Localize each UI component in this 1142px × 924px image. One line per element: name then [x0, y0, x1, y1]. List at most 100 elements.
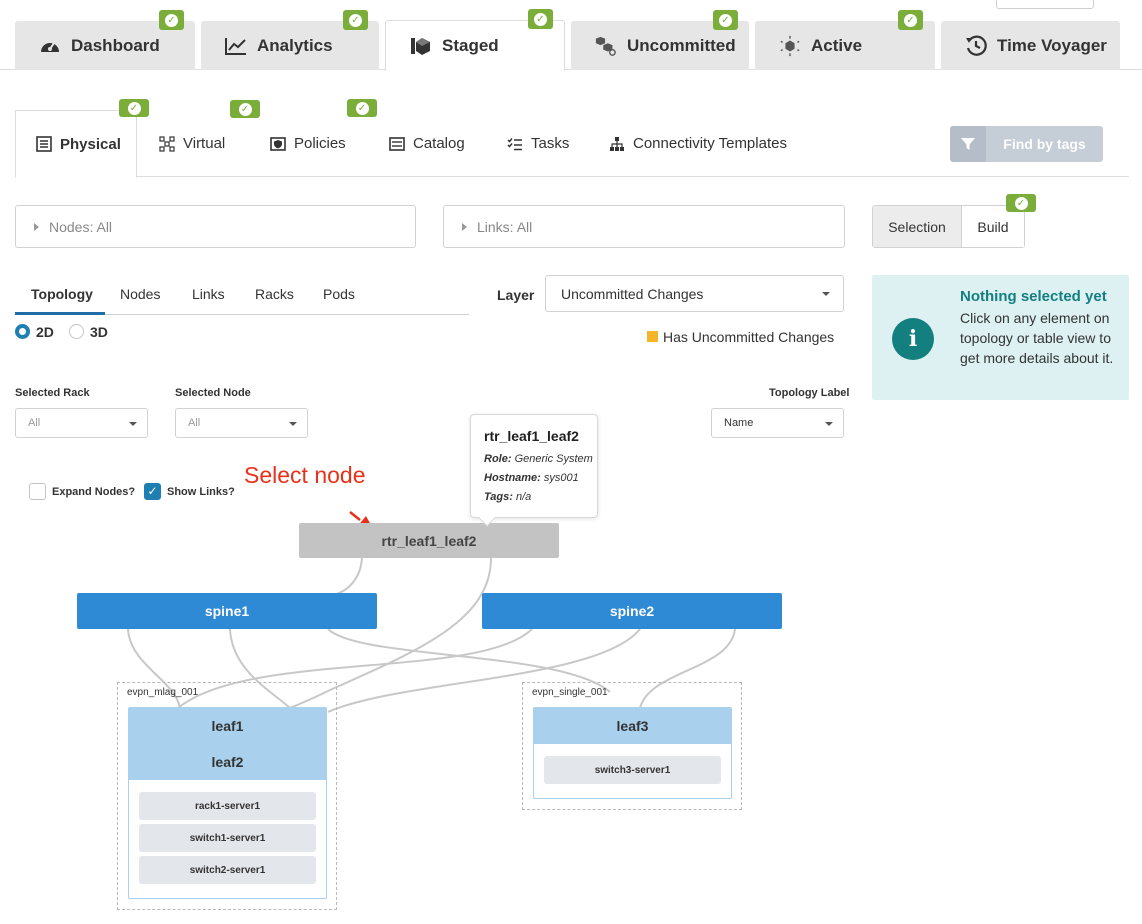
sub-tab-bar: Physical Virtual Policies Catalog Tasks …	[15, 110, 1129, 178]
check-icon: ✓	[719, 13, 732, 27]
policies-shield-icon	[270, 136, 286, 152]
uncommitted-legend-label: Has Uncommitted Changes	[663, 329, 835, 345]
server-switch3-server1[interactable]: switch3-server1	[544, 756, 721, 784]
selected-node-label: Selected Node	[175, 387, 251, 399]
selected-node-value: All	[188, 417, 201, 429]
topology-node-spine2[interactable]: spine2	[482, 593, 782, 629]
tab-label: Active	[811, 35, 863, 55]
status-check-badge: ✓	[347, 99, 377, 117]
selected-rack-value: All	[28, 417, 41, 429]
status-check-badge: ✓	[528, 9, 553, 29]
tab-label: Time Voyager	[997, 35, 1107, 55]
links-filter-label: Links: All	[477, 218, 533, 235]
leaf-pair-box: leaf1 leaf2 rack1-server1 switch1-server…	[128, 707, 327, 899]
server-switch1-server1[interactable]: switch1-server1	[139, 824, 316, 852]
links-filter[interactable]: Links: All	[443, 205, 845, 248]
chevron-down-icon	[289, 422, 297, 426]
rack-label: evpn_single_001	[532, 687, 608, 698]
check-icon: ✓	[349, 13, 362, 27]
topology-node-leaf2[interactable]: leaf2	[211, 754, 244, 770]
tooltip-role-label: Role:	[484, 453, 512, 465]
radio-3d[interactable]	[69, 324, 84, 339]
selection-button[interactable]: Selection	[873, 206, 962, 247]
topology-node-rtr-leaf1-leaf2[interactable]: rtr_leaf1_leaf2	[299, 523, 559, 558]
layer-select[interactable]: Uncommitted Changes	[545, 275, 844, 312]
radio-2d[interactable]	[15, 324, 30, 339]
tab-topology[interactable]: Topology	[31, 286, 93, 302]
uncommitted-cubes-icon	[595, 35, 617, 57]
top-right-partial-button[interactable]	[996, 0, 1094, 9]
tooltip-hostname: Hostname: sys001	[484, 472, 579, 484]
check-icon: ✓	[534, 12, 547, 26]
link-spine2-leaf1	[177, 628, 533, 709]
history-clock-icon	[965, 35, 987, 57]
server-rack1-server1[interactable]: rack1-server1	[139, 792, 316, 820]
status-check-badge: ✓	[230, 100, 260, 118]
link-spine2-leaf3	[639, 628, 736, 709]
tab-label: Physical	[60, 135, 121, 153]
tooltip-tags: Tags: n/a	[484, 491, 531, 503]
tooltip-role-value: Generic System	[514, 453, 593, 465]
tab-pods[interactable]: Pods	[323, 286, 355, 302]
tab-tasks[interactable]: Tasks	[507, 110, 569, 177]
server-switch2-server1[interactable]: switch2-server1	[139, 856, 316, 884]
leaf-pair-header: leaf1 leaf2	[129, 708, 326, 780]
tab-label: Catalog	[413, 135, 465, 152]
status-check-badge: ✓	[713, 10, 738, 30]
find-by-tags-button[interactable]: Find by tags	[950, 126, 1103, 162]
status-check-badge: ✓	[119, 99, 149, 117]
chevron-down-icon	[129, 422, 137, 426]
topology-node-spine1[interactable]: spine1	[77, 593, 377, 629]
tooltip-role: Role: Generic System	[484, 453, 593, 465]
tab-label: Virtual	[183, 135, 226, 152]
tab-virtual[interactable]: Virtual	[159, 110, 225, 177]
link-rtr-spine2	[284, 557, 492, 711]
show-links-checkbox[interactable]: ✓	[144, 483, 161, 500]
tab-dashboard[interactable]: Dashboard	[15, 21, 195, 70]
tab-racks[interactable]: Racks	[255, 286, 294, 302]
find-by-tags-label: Find by tags	[1003, 136, 1086, 152]
tab-label: Analytics	[257, 35, 333, 55]
info-text: Click on any element on topology or tabl…	[960, 310, 1114, 366]
topology-label-select[interactable]: Name	[711, 408, 844, 438]
radio-2d-label: 2D	[36, 324, 54, 340]
nodes-filter[interactable]: Nodes: All	[15, 205, 416, 248]
tasks-checklist-icon	[507, 137, 523, 151]
tab-connectivity-templates[interactable]: Connectivity Templates	[609, 110, 787, 177]
expand-caret-icon	[34, 222, 39, 231]
tab-links[interactable]: Links	[192, 286, 225, 302]
tab-catalog[interactable]: Catalog	[389, 110, 465, 177]
selected-rack-select[interactable]: All	[15, 408, 148, 438]
tab-physical[interactable]: Physical	[15, 110, 137, 178]
expand-caret-icon	[462, 222, 467, 231]
node-label: spine1	[204, 603, 250, 619]
selected-node-select[interactable]: All	[175, 408, 308, 438]
expand-nodes-checkbox[interactable]	[29, 483, 46, 500]
tab-time-voyager[interactable]: Time Voyager	[941, 21, 1120, 70]
layer-value: Uncommitted Changes	[561, 285, 704, 302]
tab-nodes[interactable]: Nodes	[120, 286, 161, 302]
link-spine1-leaf1	[127, 628, 181, 709]
tab-active[interactable]: Active	[755, 21, 935, 70]
tab-staged[interactable]: Staged	[385, 20, 565, 71]
tab-policies[interactable]: Policies	[270, 110, 346, 177]
tooltip-tags-label: Tags:	[484, 491, 513, 503]
rack-evpn-single-001[interactable]: evpn_single_001 leaf3 switch3-server1	[522, 682, 742, 810]
tooltip-tags-value: n/a	[516, 491, 532, 503]
tooltip-hostname-value: sys001	[543, 472, 579, 484]
selected-rack-label: Selected Rack	[15, 387, 90, 399]
build-button[interactable]: Build	[962, 206, 1024, 247]
tab-label: Connectivity Templates	[633, 135, 787, 152]
check-icon: ✓	[238, 102, 252, 116]
topology-node-leaf1[interactable]: leaf1	[211, 718, 244, 734]
dashboard-gauge-icon	[39, 35, 61, 57]
info-icon: i	[892, 318, 934, 360]
connectivity-tree-icon	[609, 136, 625, 152]
uncommitted-legend-swatch	[647, 331, 658, 342]
tab-label: Staged	[442, 36, 499, 55]
topology-node-leaf3[interactable]: leaf3	[616, 718, 649, 734]
check-icon: ✓	[165, 13, 178, 27]
link-spine1-leaf2	[229, 628, 291, 709]
rack-evpn-mlag-001[interactable]: evpn_mlag_001 leaf1 leaf2 rack1-server1 …	[117, 682, 337, 910]
node-tooltip: rtr_leaf1_leaf2 Role: Generic System Hos…	[470, 414, 598, 527]
